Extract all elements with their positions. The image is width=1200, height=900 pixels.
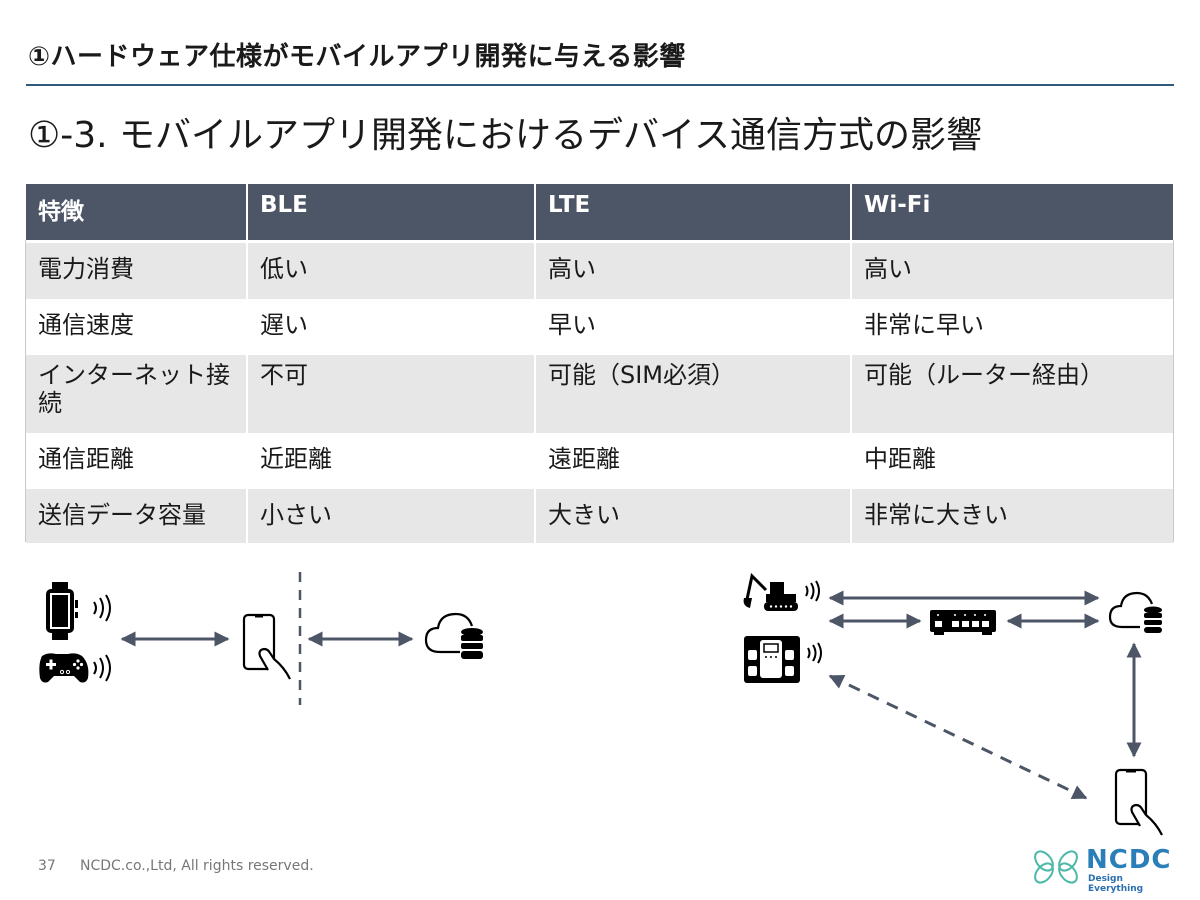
cell-ble: 小さい xyxy=(247,489,536,543)
table-border-right xyxy=(1173,240,1174,542)
comparison-table: 特徴 BLE LTE Wi-Fi 電力消費 低い 高い 高い 通信速度 遅い 早… xyxy=(26,184,1175,543)
table-row: 送信データ容量 小さい 大きい 非常に大きい xyxy=(26,489,1175,543)
smartphone-icon xyxy=(1114,768,1163,836)
cell-wifi: 中距離 xyxy=(851,433,1175,489)
header-divider xyxy=(26,84,1174,86)
logo-tagline: Design Everything xyxy=(1088,874,1144,894)
row-label: インターネット接続 xyxy=(26,355,248,433)
cloud-database-icon xyxy=(424,612,483,659)
column-header-lte: LTE xyxy=(535,184,852,243)
cell-wifi: 可能（ルーター経由） xyxy=(851,355,1175,433)
row-label: 電力消費 xyxy=(26,241,248,299)
cell-ble: 遅い xyxy=(247,299,536,355)
copyright-text: NCDC.co.,Ltd, All rights reserved. xyxy=(80,858,314,874)
table-row: インターネット接続 不可 可能（SIM必須） 可能（ルーター経由） xyxy=(26,355,1175,433)
table-row: 電力消費 低い 高い 高い xyxy=(26,241,1175,299)
body-scale-icon xyxy=(744,636,800,683)
slide-title: ①-3. モバイルアプリ開発におけるデバイス通信方式の影響 xyxy=(28,115,982,156)
logo-wordmark: NCDC xyxy=(1086,845,1172,875)
column-header-ble: BLE xyxy=(247,184,536,243)
cell-lte: 大きい xyxy=(535,489,852,543)
wireless-signal-icon xyxy=(93,594,111,622)
cell-wifi: 高い xyxy=(851,241,1175,299)
logo-mark-icon xyxy=(1034,850,1078,884)
cell-ble: 低い xyxy=(247,241,536,299)
section-title: ①ハードウェア仕様がモバイルアプリ開発に与える影響 xyxy=(28,42,686,72)
page-number: 37 xyxy=(38,858,56,874)
wireless-signal-icon xyxy=(93,654,111,682)
column-header-wifi: Wi-Fi xyxy=(851,184,1175,243)
game-controller-icon xyxy=(39,653,89,683)
row-label: 送信データ容量 xyxy=(26,489,248,543)
cell-ble: 近距離 xyxy=(247,433,536,489)
router-icon xyxy=(930,610,996,635)
wireless-signal-icon xyxy=(805,580,820,602)
smartwatch-icon xyxy=(46,582,78,640)
excavator-icon xyxy=(743,572,798,611)
cloud-database-icon xyxy=(1108,591,1162,633)
wifi-diagram xyxy=(743,572,1163,836)
table-border-left xyxy=(25,240,26,542)
cell-wifi: 非常に早い xyxy=(851,299,1175,355)
cell-lte: 高い xyxy=(535,241,852,299)
wireless-signal-icon xyxy=(807,642,822,664)
arrow-scale-phone-dashed xyxy=(828,674,1088,800)
cell-lte: 可能（SIM必須） xyxy=(535,355,852,433)
cell-wifi: 非常に大きい xyxy=(851,489,1175,543)
ncdc-logo: NCDC Design Everything xyxy=(1030,845,1180,894)
row-label: 通信距離 xyxy=(26,433,248,489)
column-header-feature: 特徴 xyxy=(26,184,248,243)
table-row: 通信速度 遅い 早い 非常に早い xyxy=(26,299,1175,355)
ble-diagram xyxy=(39,572,483,705)
row-label: 通信速度 xyxy=(26,299,248,355)
smartphone-icon xyxy=(242,613,291,680)
cell-lte: 遠距離 xyxy=(535,433,852,489)
table-row: 通信距離 近距離 遠距離 中距離 xyxy=(26,433,1175,489)
cell-lte: 早い xyxy=(535,299,852,355)
cell-ble: 不可 xyxy=(247,355,536,433)
table-header-row: 特徴 BLE LTE Wi-Fi xyxy=(26,184,1175,243)
